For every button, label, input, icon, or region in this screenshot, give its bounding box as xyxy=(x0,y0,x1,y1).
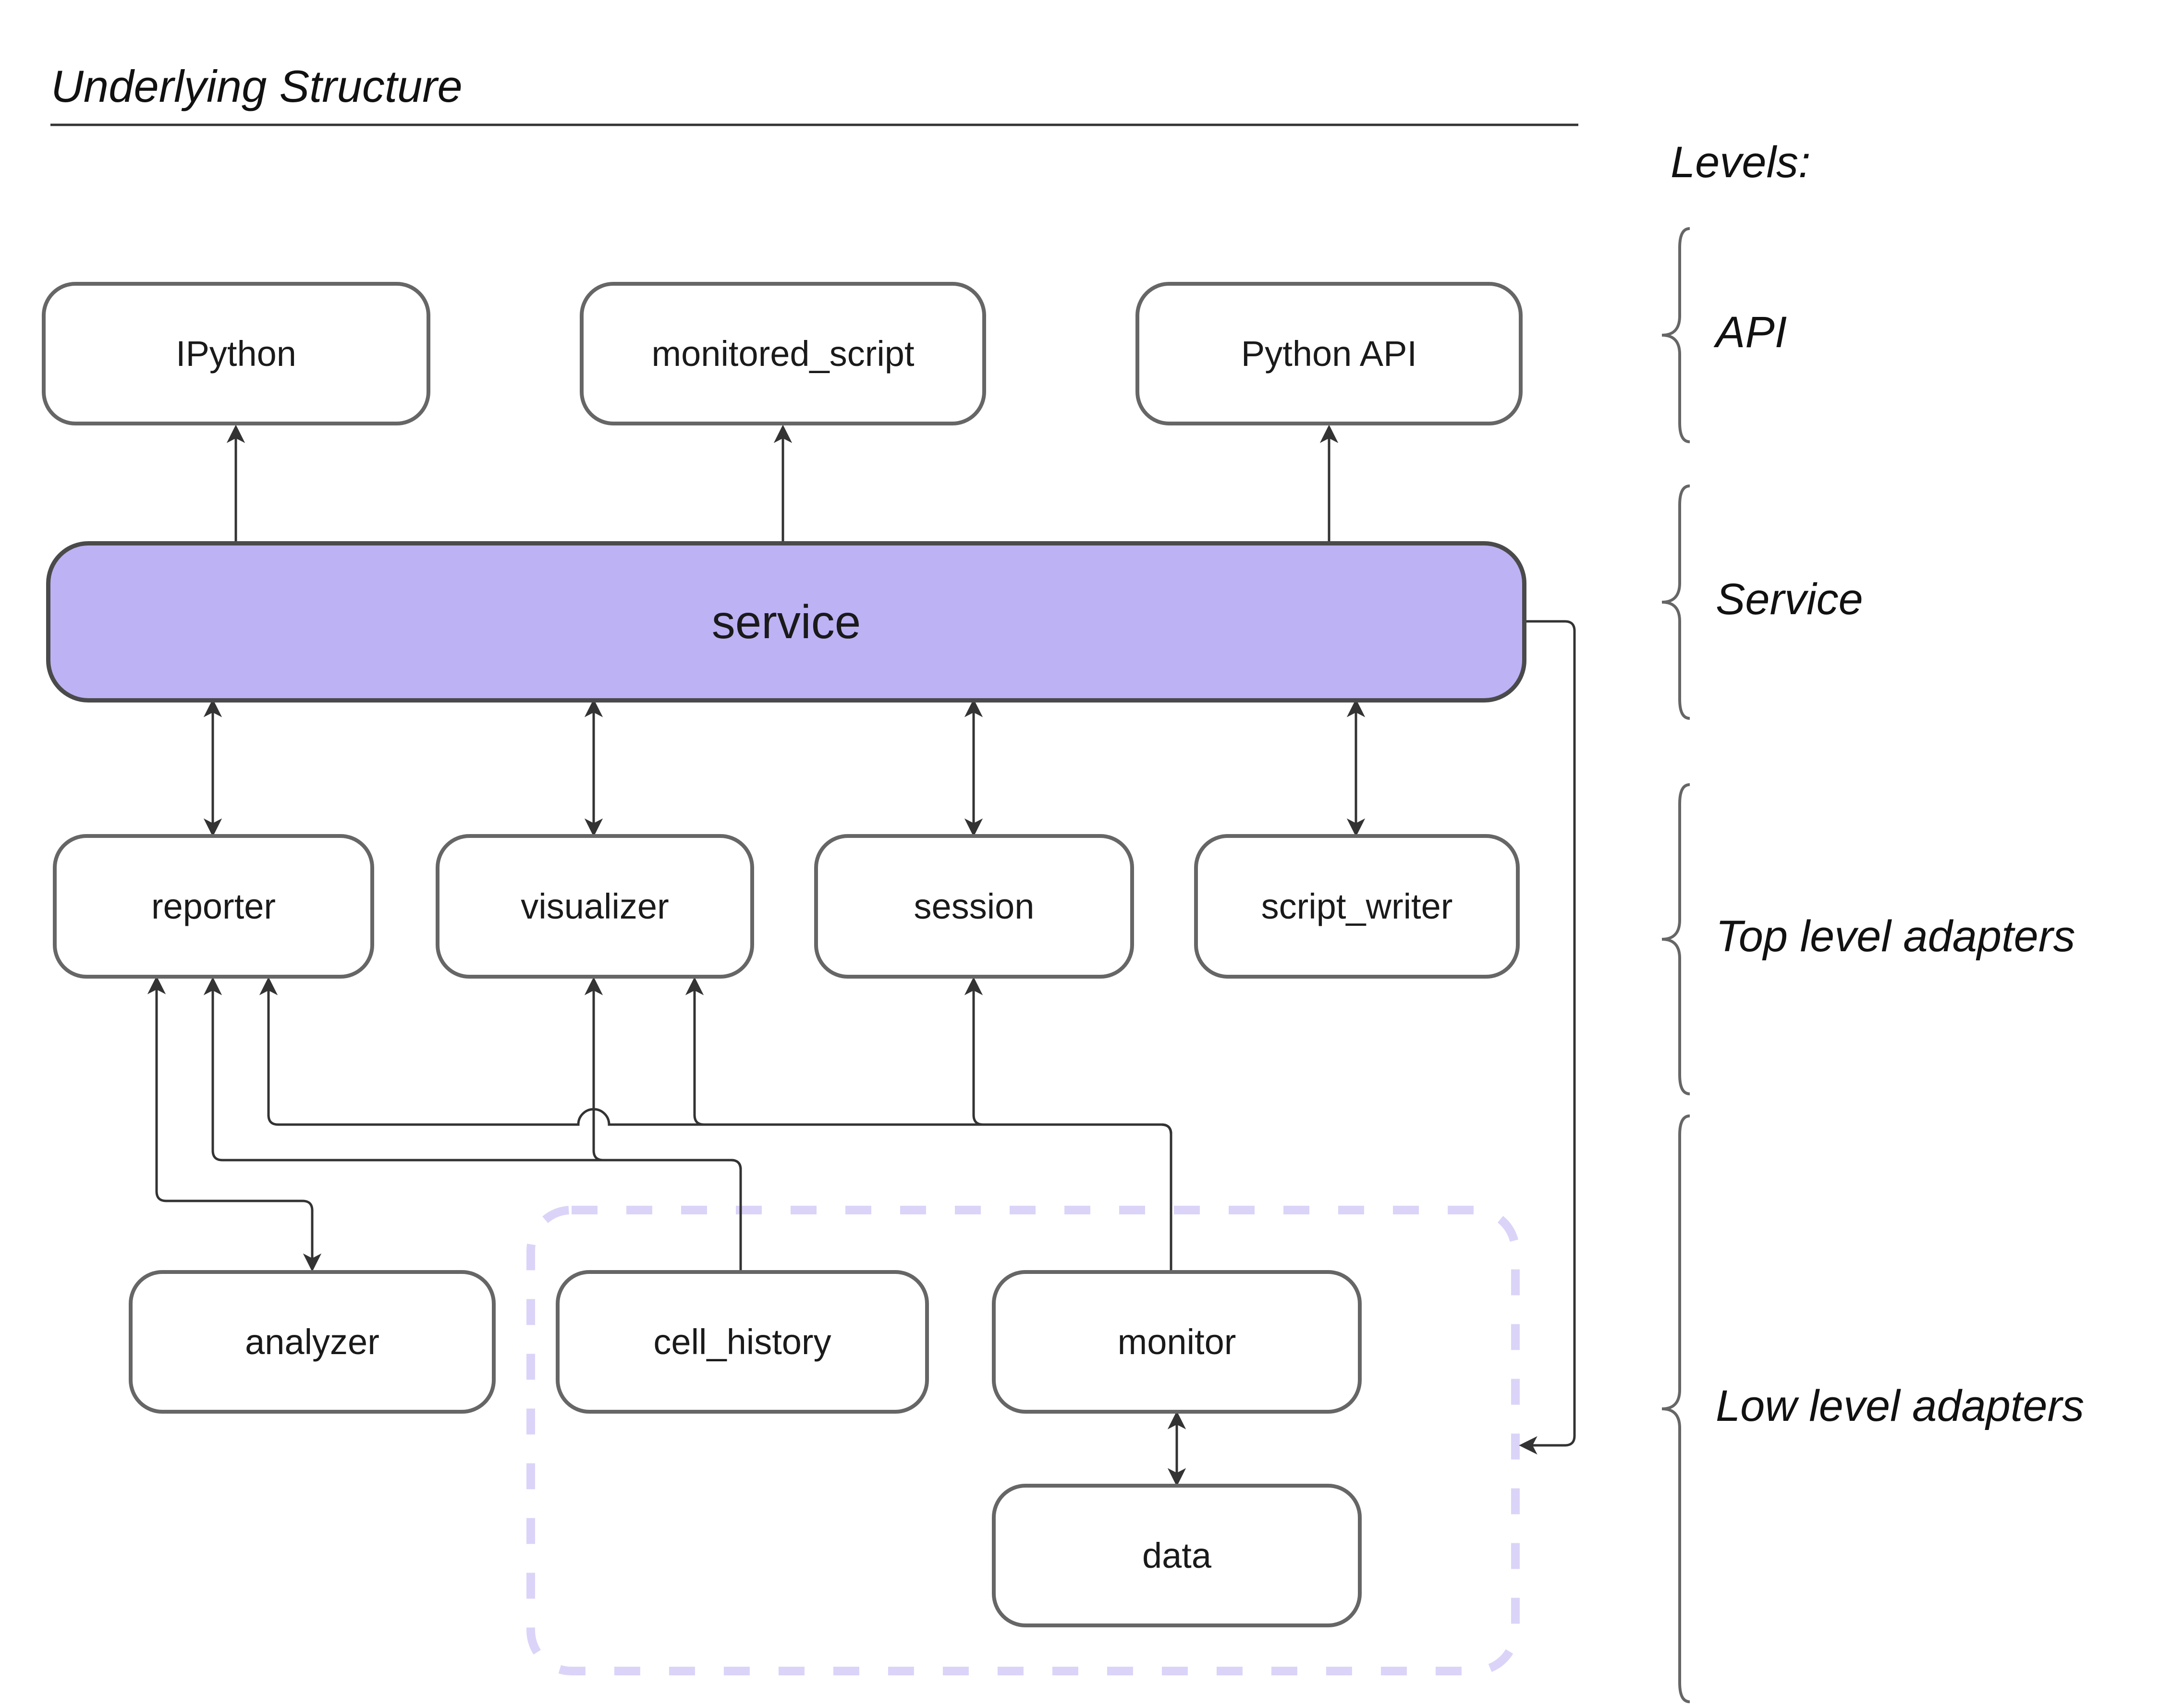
level-label-service: Service xyxy=(1716,575,1863,624)
node-ipython: IPython xyxy=(42,282,430,425)
node-python-api-label: Python API xyxy=(1241,334,1417,374)
node-service-label: service xyxy=(711,595,861,648)
node-reporter: reporter xyxy=(53,834,374,979)
node-monitored-script-label: monitored_script xyxy=(651,334,915,374)
node-script-writer: script_writer xyxy=(1194,834,1520,979)
node-cell-history-label: cell_history xyxy=(653,1322,831,1362)
edge-cell-history-visualizer xyxy=(584,977,742,1270)
node-monitor-label: monitor xyxy=(1117,1322,1236,1362)
edge-reporter-analyzer xyxy=(147,976,322,1272)
node-cell-history: cell_history xyxy=(556,1270,929,1414)
node-data-label: data xyxy=(1142,1536,1212,1575)
brace-service xyxy=(1661,485,1690,720)
node-analyzer-label: analyzer xyxy=(245,1322,379,1362)
brace-low-level-adapters xyxy=(1661,1114,1690,1703)
node-visualizer-label: visualizer xyxy=(521,886,669,926)
node-data: data xyxy=(992,1484,1362,1627)
brace-api xyxy=(1661,227,1690,443)
node-script-writer-label: script_writer xyxy=(1261,886,1453,926)
node-session: session xyxy=(814,834,1134,979)
node-session-label: session xyxy=(914,886,1035,926)
node-ipython-label: IPython xyxy=(176,334,296,374)
node-python-api: Python API xyxy=(1135,282,1523,425)
node-visualizer: visualizer xyxy=(436,834,754,979)
level-label-api: API xyxy=(1716,308,1787,357)
low-level-adapters-group xyxy=(526,1206,1520,1675)
level-label-low-level-adapters: Low level adapters xyxy=(1716,1381,2085,1430)
edge-monitor-session xyxy=(964,977,1172,1270)
brace-top-level-adapters xyxy=(1661,783,1690,1095)
node-analyzer: analyzer xyxy=(129,1270,496,1414)
node-service: service xyxy=(46,541,1526,703)
node-monitor: monitor xyxy=(992,1270,1362,1414)
node-monitored-script: monitored_script xyxy=(580,282,986,425)
page-title: Underlying Structure xyxy=(51,61,463,111)
edge-service-low-level-group xyxy=(1519,620,1576,1455)
levels-heading: Levels: xyxy=(1671,138,1811,187)
node-reporter-label: reporter xyxy=(151,886,276,926)
level-label-top-level-adapters: Top level adapters xyxy=(1716,912,2075,961)
